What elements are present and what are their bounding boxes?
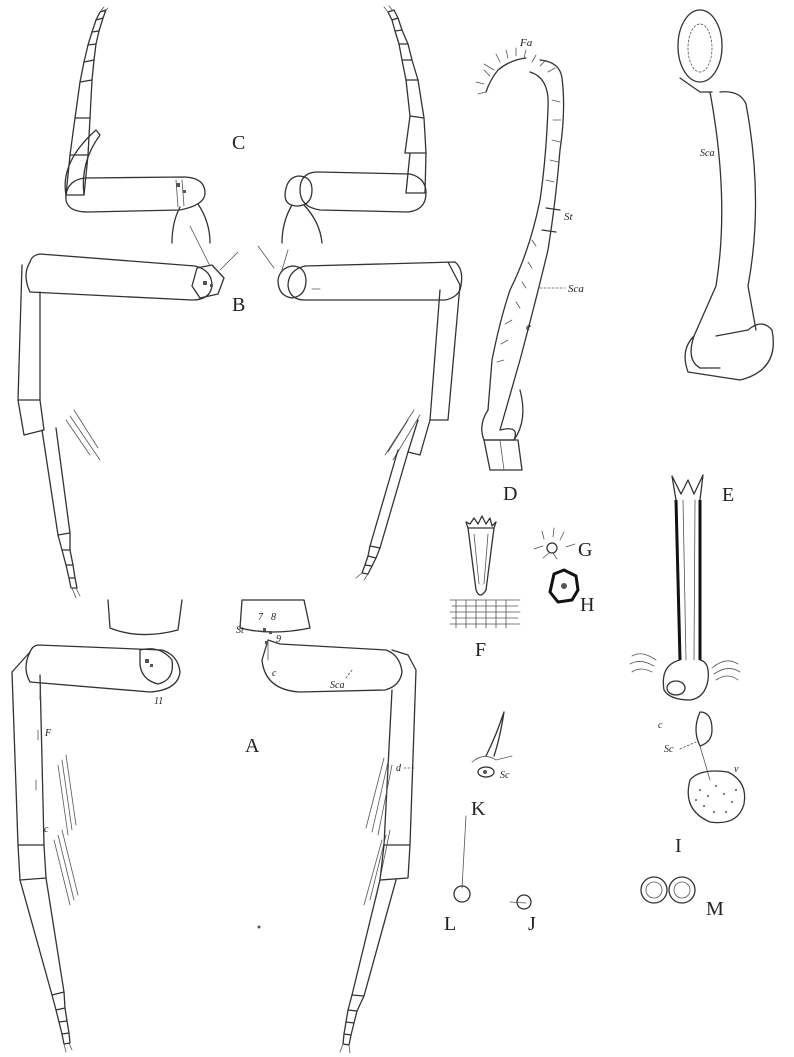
label-j: J bbox=[528, 913, 536, 935]
granular-fill bbox=[695, 785, 737, 813]
label-7: 7 bbox=[258, 612, 264, 623]
fig-a-right-leg bbox=[240, 600, 416, 1053]
label-l: L bbox=[444, 913, 456, 935]
fig-f-seta bbox=[450, 516, 520, 628]
label-h: H bbox=[580, 594, 594, 616]
label-fa: Fa bbox=[519, 37, 533, 49]
label-e-d: e bbox=[526, 321, 531, 333]
fig-d-antenna: Fa St Sca e bbox=[476, 37, 584, 470]
label-i: I bbox=[675, 835, 682, 857]
fig-k-sensillum: Sc bbox=[472, 712, 512, 781]
fig-i-spine: c Sc v bbox=[630, 475, 745, 823]
label-8: 8 bbox=[271, 612, 276, 623]
label-b: B bbox=[232, 294, 245, 316]
label-c-a: c bbox=[272, 668, 277, 679]
fig-c-left-leg bbox=[65, 7, 210, 243]
label-f: F bbox=[475, 639, 486, 661]
label-11: 11 bbox=[154, 696, 163, 707]
fig-l-seta bbox=[454, 816, 470, 902]
label-v-i: v bbox=[734, 764, 739, 775]
fig-h-sensillum bbox=[550, 570, 578, 602]
label-c-a2: c bbox=[44, 824, 49, 835]
label-e: E bbox=[722, 484, 734, 506]
label-sca-d: Sca bbox=[568, 283, 584, 295]
label-m: M bbox=[706, 898, 724, 920]
fig-g-sensilla bbox=[534, 528, 575, 559]
fig-j-socket bbox=[510, 895, 531, 909]
label-sca-e: Sca bbox=[700, 148, 714, 159]
fig-c-right-leg bbox=[282, 6, 426, 243]
label-sca-a: Sca bbox=[330, 680, 344, 691]
label-9: 9 bbox=[276, 634, 281, 645]
fig-e-segment: Sca bbox=[678, 10, 773, 380]
fig-b-right-leg bbox=[258, 246, 462, 580]
fig-a-left-leg bbox=[12, 600, 182, 1052]
label-sc-k: Sc bbox=[500, 770, 510, 781]
stray-dot bbox=[258, 926, 261, 929]
label-c: C bbox=[232, 132, 245, 154]
fig-b-left-leg bbox=[18, 226, 238, 598]
label-a: A bbox=[245, 735, 260, 757]
fig-m-sockets bbox=[641, 877, 695, 903]
label-st: St bbox=[564, 211, 574, 223]
label-k: K bbox=[471, 798, 486, 820]
label-st-a: St bbox=[236, 625, 244, 636]
label-g: G bbox=[578, 539, 592, 561]
label-d: D bbox=[503, 483, 517, 505]
label-f-a: F bbox=[44, 728, 52, 739]
label-c-i: c bbox=[658, 720, 663, 731]
label-sc-i: Sc bbox=[664, 744, 674, 755]
label-d-a: d bbox=[396, 763, 402, 774]
